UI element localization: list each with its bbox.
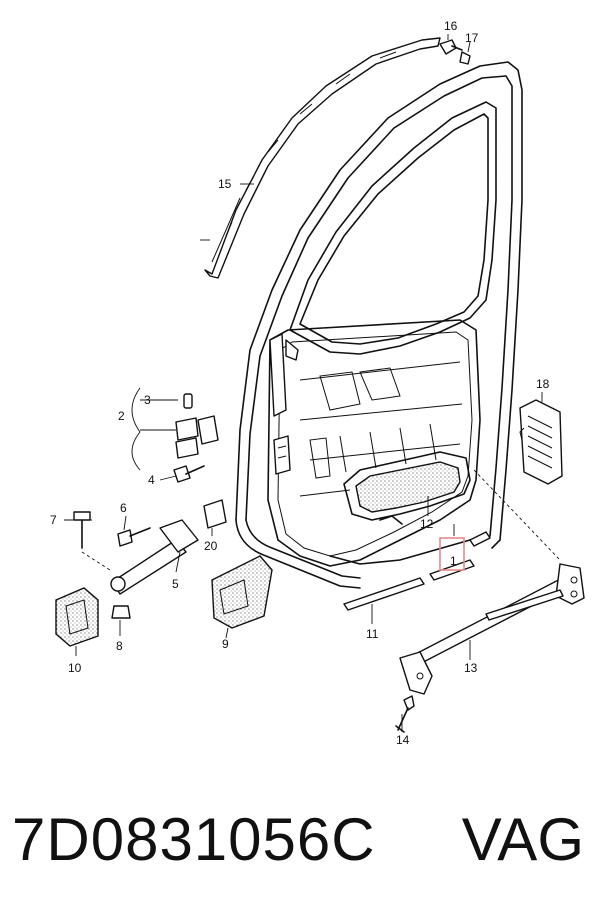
door-check-strap-5 [110, 519, 199, 595]
hinge-upper [269, 333, 299, 475]
bolt-6 [117, 527, 151, 547]
label-5: 5 [172, 577, 179, 591]
window-channel-strip [204, 37, 441, 279]
door-pocket-12 [343, 451, 471, 525]
label-1: 1 [450, 554, 457, 568]
label-4: 4 [148, 473, 155, 487]
part-number: 7D0831056C [12, 806, 376, 873]
nut-8 [111, 605, 131, 619]
label-9: 9 [222, 637, 229, 651]
bolt-4 [173, 465, 205, 483]
label-20: 20 [204, 539, 218, 553]
hinge-bracket-2 [175, 415, 219, 459]
label-18: 18 [536, 377, 550, 391]
label-14: 14 [396, 733, 410, 747]
label-15: 15 [218, 177, 232, 191]
door-exploded-diagram: 16 17 15 18 3 2 4 6 7 20 5 8 10 9 11 12 … [50, 19, 585, 747]
door-frame [235, 61, 523, 589]
cover-9 [211, 555, 273, 629]
bolt-7 [73, 511, 111, 571]
highlight-box [439, 537, 465, 571]
label-2: 2 [118, 409, 125, 423]
label-3: 3 [144, 393, 151, 407]
label-10: 10 [68, 661, 82, 675]
bolt-16 [439, 39, 463, 55]
label-13: 13 [464, 661, 478, 675]
leader-lines [64, 34, 543, 732]
label-12: 12 [420, 517, 434, 531]
label-16: 16 [444, 19, 458, 33]
clip-17 [459, 51, 471, 65]
speaker-grille-18 [519, 399, 563, 485]
footer: 7D0831056C VAG [0, 790, 600, 900]
clip-20 [203, 499, 227, 529]
label-6: 6 [120, 501, 127, 515]
label-8: 8 [116, 639, 123, 653]
label-17: 17 [465, 31, 479, 45]
label-11: 11 [366, 627, 379, 641]
hinge-pin-3 [175, 393, 199, 441]
cover-10 [55, 587, 99, 647]
label-7: 7 [50, 513, 57, 527]
brand-label: VAG [461, 806, 584, 873]
screw-14 [395, 695, 415, 733]
